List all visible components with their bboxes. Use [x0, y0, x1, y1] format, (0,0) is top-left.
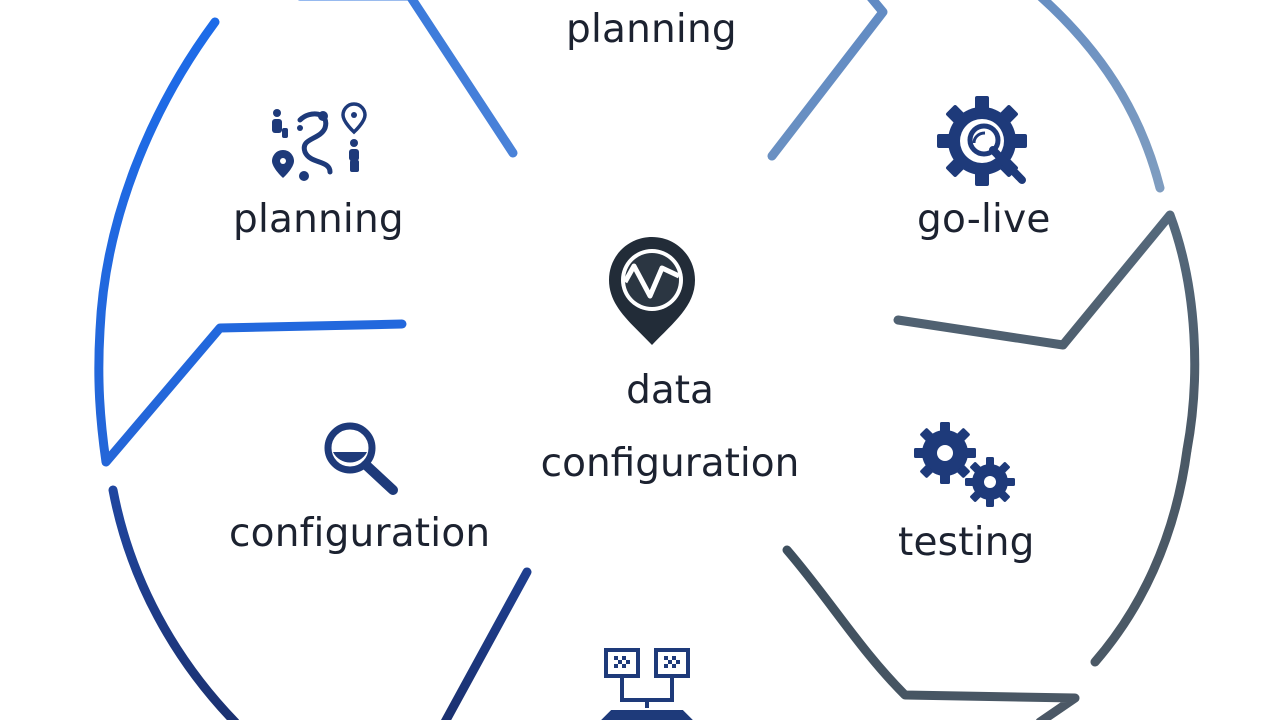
gears-icon	[914, 422, 1015, 507]
cycle-segment-left	[94, 17, 407, 467]
stage-label-lower-right: testing	[898, 520, 1035, 565]
route-map-icon	[272, 102, 367, 181]
network-computers-icon	[601, 648, 693, 720]
center-label-line2: configuration	[540, 441, 800, 486]
gear-search-icon	[937, 96, 1027, 186]
magnifier-icon	[324, 422, 398, 495]
stage-label-lower-left: configuration	[229, 511, 491, 556]
location-pin-chart-icon	[609, 237, 695, 345]
stage-label-upper-right: go-live	[917, 197, 1051, 242]
cycle-segment-bottom-left	[108, 485, 532, 720]
cycle-segment-upper-right	[767, 0, 1165, 193]
cycle-segment-right-lower	[1090, 445, 1192, 667]
stage-label-top: planning	[566, 7, 737, 52]
stage-label-upper-left: planning	[233, 197, 404, 242]
cycle-segment-bottom-right	[782, 545, 1080, 720]
center-label-line1: data	[626, 368, 714, 413]
cycle-segment-top	[297, 0, 518, 158]
cycle-segment-right	[893, 210, 1200, 455]
